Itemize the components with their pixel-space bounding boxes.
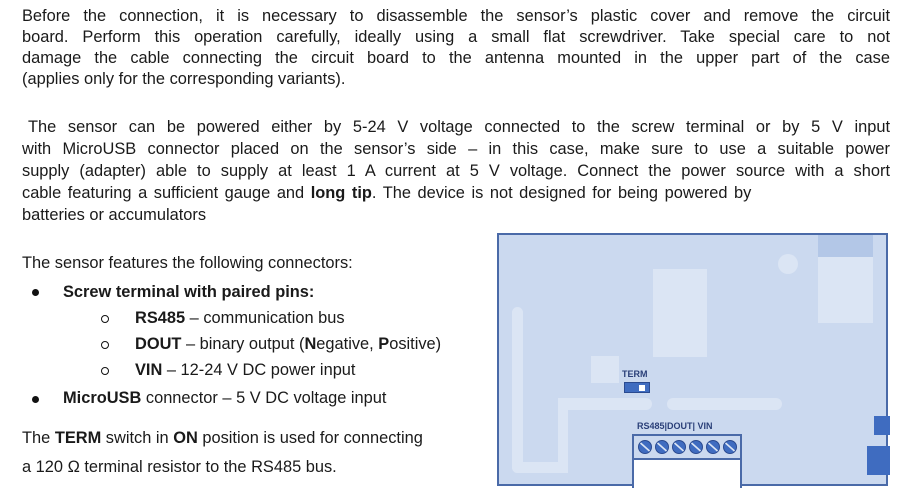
bold-text: ON <box>173 429 198 447</box>
screw-icon <box>654 440 669 454</box>
text-line: batteries or accumulators <box>22 206 207 224</box>
term-label: TERM <box>622 369 648 379</box>
text: cable featuring a sufficient gauge and <box>22 184 311 202</box>
text: ositive) <box>389 335 442 353</box>
list-intro: The sensor features the following connec… <box>22 254 353 272</box>
trace <box>667 398 782 410</box>
circle-bullet-icon <box>101 341 109 349</box>
bold-text: Screw terminal with paired pins: <box>63 283 315 301</box>
text-line: cable featuring a sufficient gauge and l… <box>22 183 890 203</box>
bold-text: DOUT <box>135 335 182 353</box>
text: The <box>22 429 55 447</box>
screw-icon <box>671 440 686 454</box>
bold-text: VIN <box>135 361 163 379</box>
trace <box>558 398 652 410</box>
screw-terminal <box>632 434 742 460</box>
list-item: MicroUSB connector – 5 V DC voltage inpu… <box>63 388 386 408</box>
text: – communication bus <box>185 309 345 327</box>
text-line: (applies only for the corresponding vari… <box>22 70 346 88</box>
bullet-icon <box>32 289 39 296</box>
list-item: RS485 – communication bus <box>135 308 345 328</box>
screw-icon <box>688 440 703 454</box>
text-line: board. Perform this operation carefully,… <box>22 28 890 46</box>
trace <box>512 307 523 473</box>
bold-text: RS485 <box>135 309 186 327</box>
screw-icon <box>722 440 737 454</box>
microusb-connector <box>867 446 890 475</box>
board-notch <box>632 460 742 488</box>
screw-icon <box>705 440 720 454</box>
terminal-label: RS485|DOUT| VIN <box>637 421 713 431</box>
circle-bullet-icon <box>101 315 109 323</box>
text: switch in <box>101 429 174 447</box>
text: egative, <box>316 335 379 353</box>
mount-hole <box>778 254 798 274</box>
switch-knob <box>639 385 645 391</box>
text: . The device is not designed for being p… <box>371 184 752 202</box>
bold-text: MicroUSB <box>63 389 142 407</box>
trace <box>512 462 568 473</box>
text: – binary output ( <box>181 335 305 353</box>
text-line: The TERM switch in ON position is used f… <box>22 428 423 448</box>
component-block <box>653 269 707 357</box>
component-top <box>818 235 873 257</box>
qr-code-icon <box>591 356 619 383</box>
side-connector <box>874 416 890 435</box>
text: position is used for connecting <box>197 429 423 447</box>
circle-bullet-icon <box>101 367 109 375</box>
bold-text: TERM <box>54 429 102 447</box>
text-line: The sensor can be powered either by 5-24… <box>28 118 890 136</box>
text: – 12-24 V DC power input <box>162 361 356 379</box>
bullet-icon <box>32 396 39 403</box>
text-line: damage the cable connecting the circuit … <box>22 49 890 67</box>
component-block <box>818 257 873 323</box>
bold-text: P <box>378 335 390 353</box>
text-line: Before the connection, it is necessary t… <box>22 7 890 25</box>
bold-text: long tip <box>310 184 372 202</box>
text: connector – 5 V DC voltage input <box>141 389 387 407</box>
trace <box>558 398 568 473</box>
list-item: Screw terminal with paired pins: <box>63 282 314 302</box>
text-line: a 120 Ω terminal resistor to the RS485 b… <box>22 458 337 476</box>
bold-text: N <box>304 335 317 353</box>
list-item: VIN – 12-24 V DC power input <box>135 360 355 380</box>
list-item: DOUT – binary output (Negative, Positive… <box>135 334 441 354</box>
text-line: with MicroUSB connector placed on the se… <box>22 140 890 158</box>
term-switch <box>624 382 650 393</box>
screw-icon <box>637 440 652 454</box>
text-line: supply (adapter) able to supply at least… <box>22 162 890 180</box>
